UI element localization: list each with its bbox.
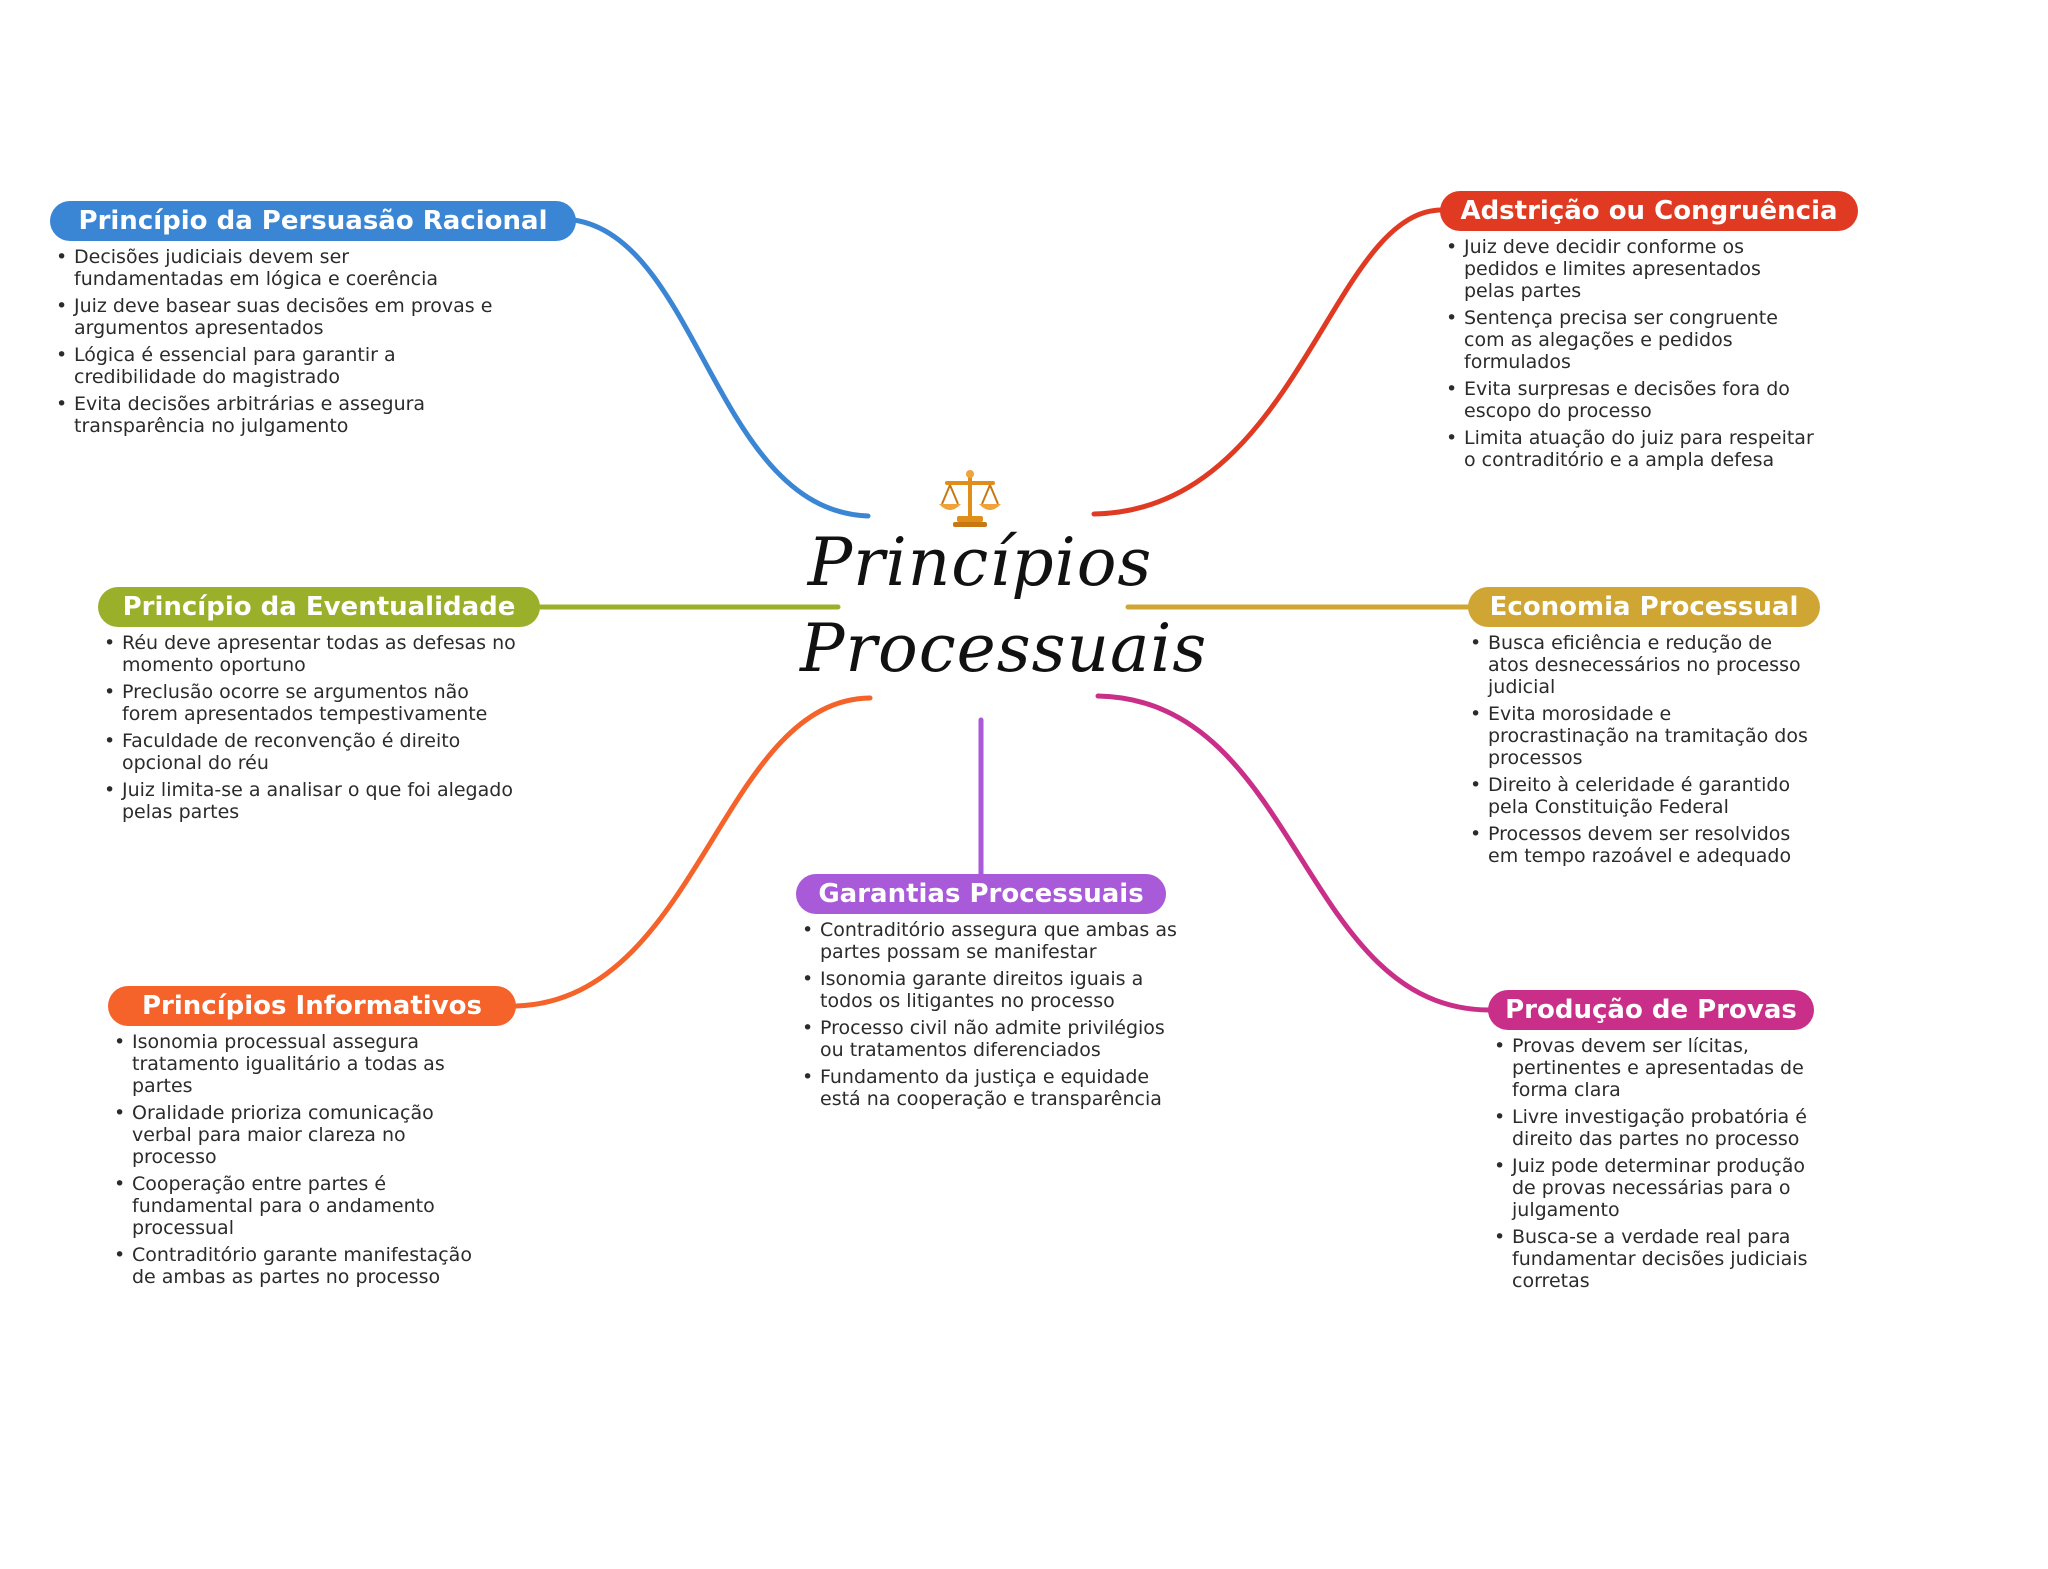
list-item: Lógica é essencial para garantir a credi… (54, 344, 494, 388)
list-item: Juiz limita-se a analisar o que foi aleg… (102, 779, 522, 823)
scales-of-justice-icon (939, 470, 1001, 527)
list-item: Evita surpresas e decisões fora do escop… (1444, 378, 1814, 422)
branch-list-persuasao: Decisões judiciais devem ser fundamentad… (54, 246, 494, 442)
list-item: Contraditório garante manifestação de am… (112, 1244, 492, 1288)
list-item: Evita morosidade e procrastinação na tra… (1468, 703, 1808, 769)
list-item: Provas devem ser lícitas, pertinentes e … (1492, 1035, 1822, 1101)
list-item: Juiz deve decidir conforme os pedidos e … (1444, 236, 1814, 302)
list-item: Contraditório assegura que ambas as part… (800, 919, 1180, 963)
branch-list-informativos: Isonomia processual assegura tratamento … (112, 1031, 492, 1293)
central-topic: Princípios Processuais (800, 520, 1208, 692)
list-item: Preclusão ocorre se argumentos não forem… (102, 681, 522, 725)
central-topic-line-2: Processuais (800, 610, 1208, 687)
list-item: Decisões judiciais devem ser fundamentad… (54, 246, 494, 290)
branch-title-informativos[interactable]: Princípios Informativos (108, 986, 516, 1026)
list-item: Evita decisões arbitrárias e assegura tr… (54, 393, 494, 437)
list-item: Limita atuação do juiz para respeitar o … (1444, 427, 1814, 471)
branch-title-eventualidade[interactable]: Princípio da Eventualidade (98, 587, 540, 627)
list-item: Juiz pode determinar produção de provas … (1492, 1155, 1822, 1221)
list-item: Juiz deve basear suas decisões em provas… (54, 295, 494, 339)
branch-title-persuasao[interactable]: Princípio da Persuasão Racional (50, 201, 576, 241)
list-item: Sentença precisa ser congruente com as a… (1444, 307, 1814, 373)
branch-title-provas[interactable]: Produção de Provas (1488, 990, 1814, 1030)
branch-list-eventualidade: Réu deve apresentar todas as defesas no … (102, 632, 522, 828)
connector-adstricao (1091, 207, 1445, 517)
list-item: Fundamento da justiça e equidade está na… (800, 1066, 1180, 1110)
branch-list-adstricao: Juiz deve decidir conforme os pedidos e … (1444, 236, 1814, 476)
branch-list-provas: Provas devem ser lícitas, pertinentes e … (1492, 1035, 1822, 1297)
connector-informativos (513, 695, 873, 1009)
central-topic-line-1: Princípios (807, 524, 1153, 601)
list-item: Oralidade prioriza comunicação verbal pa… (112, 1102, 492, 1168)
list-item: Direito à celeridade é garantido pela Co… (1468, 774, 1808, 818)
list-item: Busca eficiência e redução de atos desne… (1468, 632, 1808, 698)
connector-provas (1095, 693, 1493, 1013)
list-item: Processo civil não admite privilégios ou… (800, 1017, 1180, 1061)
branch-title-garantias[interactable]: Garantias Processuais (796, 874, 1166, 914)
branch-title-economia[interactable]: Economia Processual (1468, 587, 1820, 627)
list-item: Cooperação entre partes é fundamental pa… (112, 1173, 492, 1239)
branch-list-economia: Busca eficiência e redução de atos desne… (1468, 632, 1808, 872)
list-item: Processos devem ser resolvidos em tempo … (1468, 823, 1808, 867)
branch-title-adstricao[interactable]: Adstrição ou Congruência (1440, 191, 1858, 231)
connector-persuasao (571, 217, 871, 519)
branch-list-garantias: Contraditório assegura que ambas as part… (800, 919, 1180, 1115)
list-item: Isonomia processual assegura tratamento … (112, 1031, 492, 1097)
list-item: Busca-se a verdade real para fundamentar… (1492, 1226, 1822, 1292)
list-item: Isonomia garante direitos iguais a todos… (800, 968, 1180, 1012)
list-item: Livre investigação probatória é direito … (1492, 1106, 1822, 1150)
list-item: Réu deve apresentar todas as defesas no … (102, 632, 522, 676)
list-item: Faculdade de reconvenção é direito opcio… (102, 730, 522, 774)
